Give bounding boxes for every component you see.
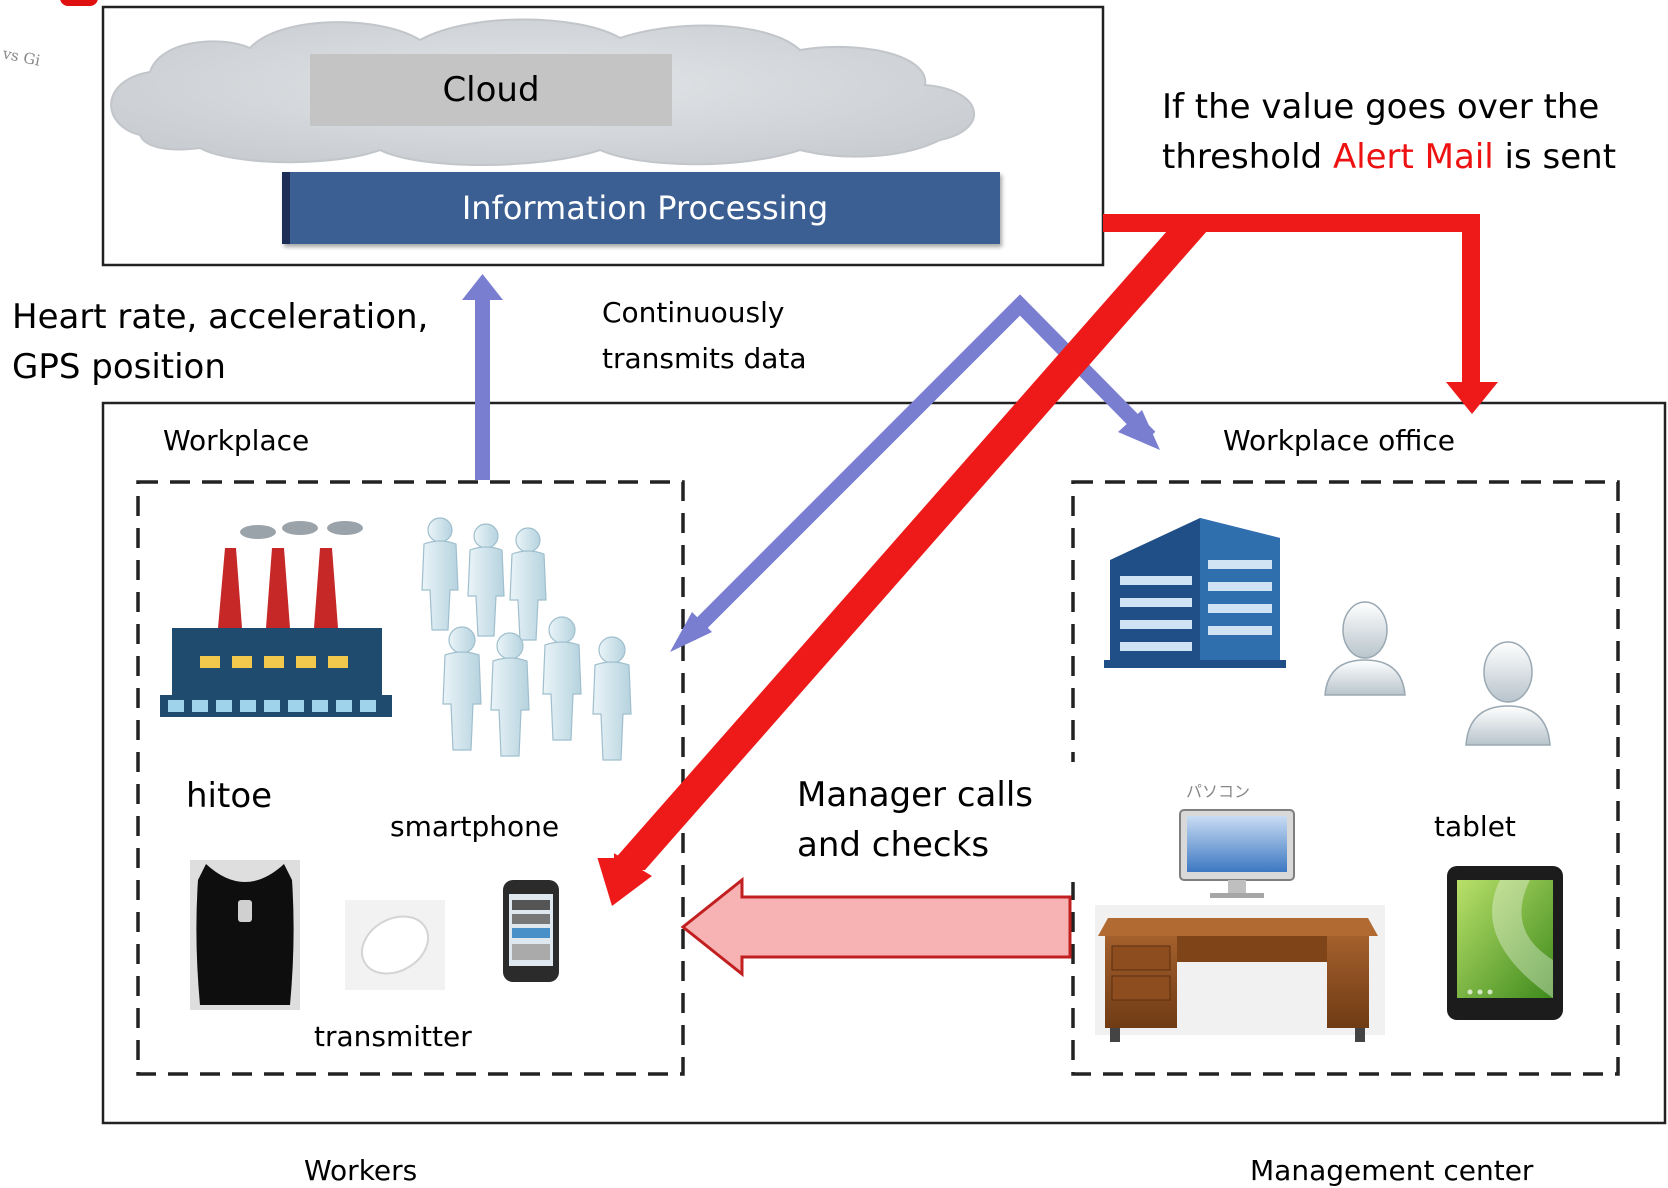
sensor-note-line1: Heart rate, acceleration,	[12, 297, 429, 337]
arrow-head-to-office	[1118, 410, 1160, 450]
manager-person-icon	[1324, 601, 1406, 696]
transmit-note-bg	[595, 287, 915, 387]
transmit-note-line1: Continuously	[602, 296, 785, 329]
transmitter-label: transmitter	[314, 1020, 472, 1053]
office-group	[1071, 480, 1620, 1076]
transmitter-label-bg	[302, 1006, 535, 1070]
hitoe-label-bg	[174, 762, 348, 834]
smartphone-label-bg	[376, 794, 614, 858]
cloud-distribution-arrows	[684, 294, 1156, 641]
smartphone-icon	[503, 880, 559, 982]
alert-mail-highlight: Alert Mail	[1332, 137, 1494, 177]
workplace-title: Workplace	[163, 424, 310, 457]
alert-note-line2: threshold Alert Mail is sent	[1162, 132, 1616, 182]
data-upload-arrow	[462, 274, 503, 480]
tablet-icon	[1447, 866, 1563, 1020]
manager-note-bg	[785, 762, 1085, 882]
hitoe-shirt-icon	[190, 860, 300, 1010]
smartphone-label: smartphone	[390, 810, 560, 843]
workers-group	[136, 480, 685, 1076]
sensor-note-line2: GPS position	[12, 347, 226, 387]
bottom-frame	[101, 401, 1667, 1125]
office-building-icon	[1104, 518, 1286, 668]
logo-fragment: vs Gi	[0, 0, 98, 70]
manager-person-icon	[1465, 641, 1551, 746]
information-processing-bar: Information Processing	[282, 172, 1000, 244]
hitoe-label: hitoe	[186, 776, 273, 816]
factory-icon	[160, 521, 392, 717]
pc-jp-label: パソコン	[1186, 782, 1251, 801]
tablet-label-bg	[1422, 794, 1596, 858]
manager-note-line1: Manager calls	[797, 775, 1033, 815]
manager-note-line2: and checks	[797, 825, 990, 865]
alert-note-pre: threshold	[1162, 137, 1333, 177]
transmit-note: Continuously transmits data	[602, 290, 807, 382]
alert-note: If the value goes over the threshold Ale…	[1162, 82, 1616, 182]
svg-text:vs Gi: vs Gi	[0, 44, 42, 70]
workers-caption: Workers	[304, 1154, 418, 1187]
management-center-caption: Management center	[1250, 1154, 1534, 1187]
manager-call-arrow	[680, 876, 1072, 978]
transmit-note-line2: transmits data	[602, 342, 807, 375]
pc-monitor-icon	[1179, 809, 1295, 898]
arrow-head-to-workers	[670, 612, 712, 652]
transmitter-icon	[345, 900, 445, 990]
office-title: Workplace office	[1223, 424, 1455, 457]
desk-icon	[1095, 905, 1385, 1042]
tablet-label: tablet	[1434, 810, 1516, 843]
cloud-label: Cloud	[310, 54, 672, 126]
manager-note: Manager calls and checks	[797, 770, 1033, 870]
alert-note-line1: If the value goes over the	[1162, 87, 1600, 127]
alert-note-post: is sent	[1493, 137, 1617, 177]
workers-crowd-icon	[421, 517, 632, 761]
sensor-note: Heart rate, acceleration, GPS position	[12, 292, 428, 392]
